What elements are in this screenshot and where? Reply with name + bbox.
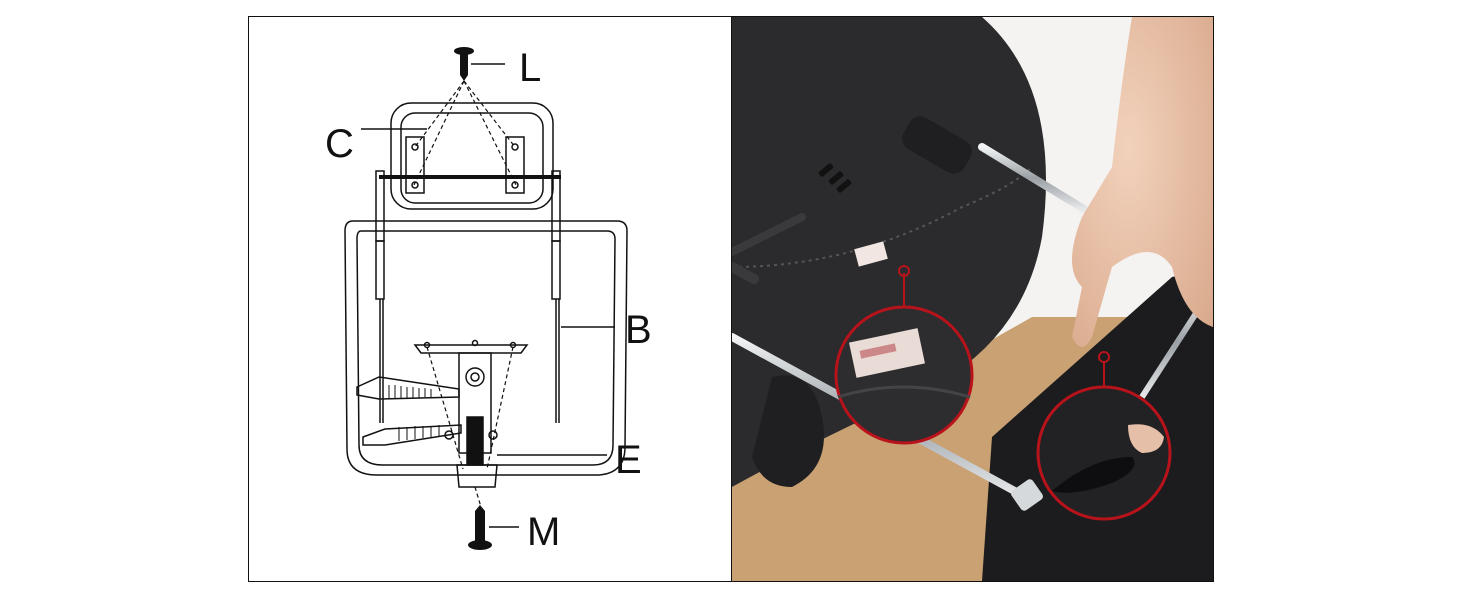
label-m: M bbox=[527, 510, 560, 554]
label-c: C bbox=[325, 122, 354, 166]
hand bbox=[1072, 17, 1213, 347]
assembly-photo-panel bbox=[732, 17, 1213, 581]
label-sticker bbox=[854, 241, 888, 267]
screws-group bbox=[818, 163, 852, 193]
screw-l-icon bbox=[454, 47, 474, 81]
screw-m-icon bbox=[468, 505, 492, 550]
label-b: B bbox=[625, 308, 652, 352]
assembly-photo bbox=[732, 17, 1213, 581]
seat-cushion bbox=[732, 17, 1046, 487]
detail-callout-2 bbox=[1036, 351, 1172, 521]
guide-lines-top bbox=[413, 80, 517, 186]
assembly-diagram-panel: L C bbox=[249, 17, 732, 581]
label-e: E bbox=[615, 438, 642, 482]
label-l: L bbox=[519, 46, 541, 90]
armrest-pad bbox=[902, 116, 972, 174]
back-plate-c bbox=[379, 102, 561, 210]
assembly-diagram: L C bbox=[325, 46, 652, 554]
guide-lines-bottom bbox=[426, 346, 514, 508]
tilt-mechanism bbox=[356, 339, 529, 488]
armrest-rods bbox=[375, 170, 561, 423]
assembly-figure: L C bbox=[248, 16, 1214, 582]
detail-callout-1 bbox=[834, 265, 974, 445]
seat-b bbox=[344, 220, 628, 476]
